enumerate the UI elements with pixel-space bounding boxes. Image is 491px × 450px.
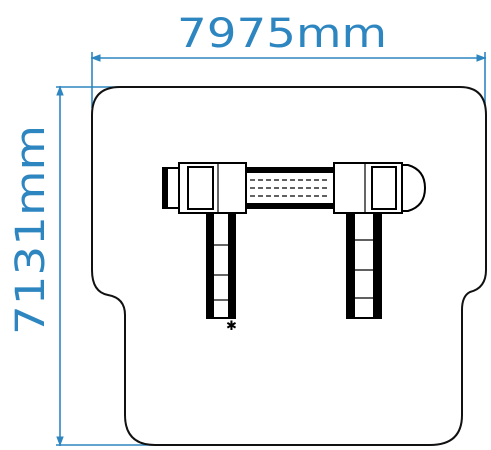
height-arrow-top <box>56 85 64 96</box>
left-deck-inner <box>187 166 214 210</box>
width-arrow-right <box>476 54 487 62</box>
safety-zone-outline <box>91 86 487 446</box>
right-slide-rail-right <box>373 213 381 318</box>
right-deck-inner <box>371 166 397 210</box>
bridge-edge-top <box>246 168 334 173</box>
height-arrow-bottom <box>56 436 64 447</box>
bridge-edge-bottom <box>246 203 334 208</box>
width-arrow-left <box>90 54 101 62</box>
right-cap <box>401 164 427 212</box>
left-slide-rail-right <box>228 213 235 318</box>
height-label: 7131mm <box>8 125 54 335</box>
right-slide-rail-left <box>347 213 355 318</box>
play-structure: ✱ <box>162 162 427 334</box>
width-label: 7975mm <box>177 11 387 57</box>
left-slide-marker: ✱ <box>226 319 237 334</box>
width-dimension: 7975mm <box>90 11 487 108</box>
left-slide-rail-left <box>207 213 214 318</box>
height-dimension: 7131mm <box>8 85 160 447</box>
left-step-edge <box>163 168 168 208</box>
